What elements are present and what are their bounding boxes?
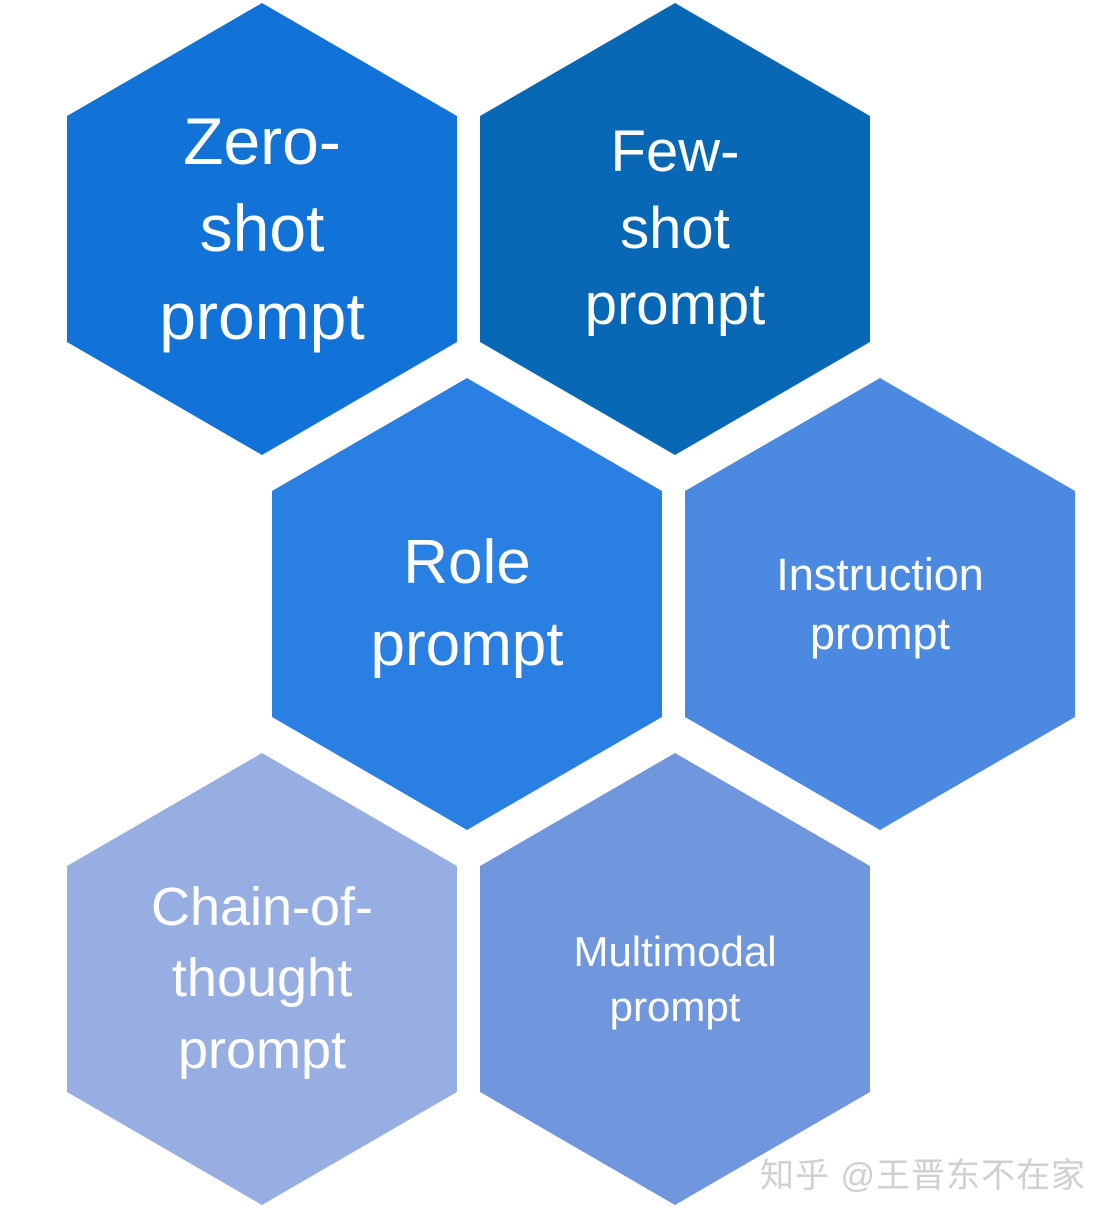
hexagon-label-line: prompt xyxy=(370,610,564,679)
hexagon-label-line: prompt xyxy=(177,1019,347,1080)
zhihu-watermark: 知乎 @王晋东不在家 xyxy=(760,1157,1086,1195)
hexagon-label: Few- shot prompt xyxy=(585,114,766,344)
hexagon-label: Chain-of- thought prompt xyxy=(151,872,373,1086)
hexagon-role-prompt: Role prompt xyxy=(272,378,662,830)
hexagon-instruction-prompt: Instruction prompt xyxy=(685,378,1075,830)
hexagon-label-line: Few- xyxy=(610,119,740,185)
hexagon-multimodal-prompt: Multimodal prompt xyxy=(480,753,870,1205)
hexagon-label-line: prompt xyxy=(809,608,951,659)
hexagon-label: Zero- shot prompt xyxy=(159,98,364,359)
hexagon-label-line: shot xyxy=(620,195,730,261)
hexagon-label-line: prompt xyxy=(159,278,365,353)
hexagon-label-line: thought xyxy=(171,948,353,1009)
hexagon-label-line: Multimodal xyxy=(573,927,777,975)
hexagon-label-line: prompt xyxy=(609,983,741,1030)
hexagon-few-shot-prompt: Few- shot prompt xyxy=(480,3,870,455)
hexagon-label: Instruction prompt xyxy=(776,545,984,664)
hexagon-label-line: Instruction xyxy=(776,548,984,600)
hexagon-chain-of-thought-prompt: Chain-of- thought prompt xyxy=(67,753,457,1205)
hexagon-zero-shot-prompt: Zero- shot prompt xyxy=(67,3,457,455)
hexagon-label: Multimodal prompt xyxy=(573,924,776,1035)
hexagon-label-line: Chain-of- xyxy=(150,877,374,938)
hexagon-label-line: Zero- xyxy=(183,104,341,179)
hexagon-label-line: Role xyxy=(403,528,531,598)
hexagon-label-line: prompt xyxy=(584,272,766,338)
hexagon-label: Role prompt xyxy=(371,522,564,686)
hexagon-label-line: shot xyxy=(199,191,325,266)
